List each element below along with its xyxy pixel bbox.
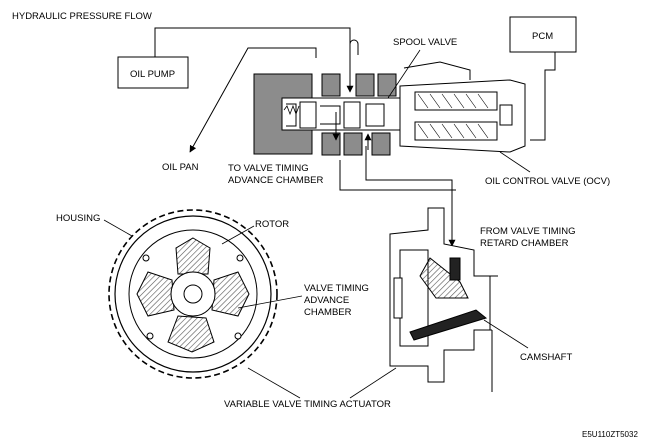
camshaft-bolt-bore	[183, 284, 203, 304]
vt-advance-leader	[237, 295, 303, 309]
coil-windings	[417, 93, 489, 139]
ocv-port-4	[321, 132, 341, 156]
center-bolt-head	[393, 277, 403, 319]
oil-pan-label: OIL PAN	[162, 162, 199, 173]
solenoid-coil-bottom	[414, 121, 498, 141]
pcm-label: PCM	[532, 31, 553, 42]
ocv-port-2	[355, 73, 375, 97]
oil-pump-label: OIL PUMP	[130, 69, 175, 80]
vt-advance-label-1: VALVE TIMING	[304, 283, 369, 294]
camshaft-label: CAMSHAFT	[520, 352, 572, 363]
ocv-port-5	[343, 132, 363, 156]
spool-spring	[283, 104, 300, 116]
solenoid-connector	[499, 104, 513, 126]
diagram-title: HYDRAULIC PRESSURE FLOW	[12, 11, 152, 22]
spool-valve-label: SPOOL VALVE	[393, 37, 457, 48]
housing-leader	[103, 219, 133, 237]
oil-gallery-dark	[409, 309, 488, 341]
pcm-signal-line	[530, 52, 556, 141]
ocv-bracket	[403, 61, 471, 80]
from-retard-label-2: RETARD CHAMBER	[480, 238, 569, 249]
spool-valve-leader	[387, 49, 421, 99]
ocv-port-6	[371, 132, 391, 156]
pump-feed-line	[154, 27, 359, 57]
camshaft-leader	[483, 319, 529, 349]
to-advance-label-2: ADVANCE CHAMBER	[228, 175, 324, 186]
rotor-label: ROTOR	[255, 219, 289, 230]
figure-code: E5U110ZT5032	[582, 430, 638, 439]
drain-to-oil-pan-arrow	[189, 47, 317, 153]
ocv-label: OIL CONTROL VALVE (OCV)	[485, 176, 610, 187]
from-retard-label-1: FROM VALVE TIMING	[480, 226, 576, 237]
ocv-port-3	[377, 73, 397, 97]
rotor-leader	[221, 225, 255, 245]
oil-pump-box	[117, 56, 189, 89]
solenoid-coil-top	[414, 91, 498, 111]
spool-lands	[286, 101, 385, 129]
vvt-leader-right	[349, 367, 397, 399]
vt-advance-label-3: CHAMBER	[304, 307, 352, 318]
vt-advance-label-2: ADVANCE	[304, 295, 349, 306]
ocv-port-1	[321, 73, 341, 97]
retard-chamber-line	[339, 160, 456, 191]
housing-bolt-1	[142, 254, 150, 262]
advance-chamber-line	[365, 146, 456, 247]
housing-bolt-3	[146, 332, 154, 340]
actuator-cross-section	[389, 207, 498, 392]
rotor-vane-bottom	[167, 315, 215, 353]
to-advance-label-1: TO VALVE TIMING	[228, 163, 309, 174]
housing-bolt-4	[234, 332, 242, 340]
housing-bolt-2	[236, 254, 244, 262]
pcm-box	[509, 16, 577, 53]
housing-label: HOUSING	[56, 213, 100, 224]
retard-passage	[449, 257, 461, 281]
vvt-leader-left	[247, 367, 301, 399]
vvt-sprocket	[108, 209, 278, 379]
ocv-leader	[499, 151, 531, 173]
vvt-actuator-label: VARIABLE VALVE TIMING ACTUATOR	[224, 399, 391, 410]
